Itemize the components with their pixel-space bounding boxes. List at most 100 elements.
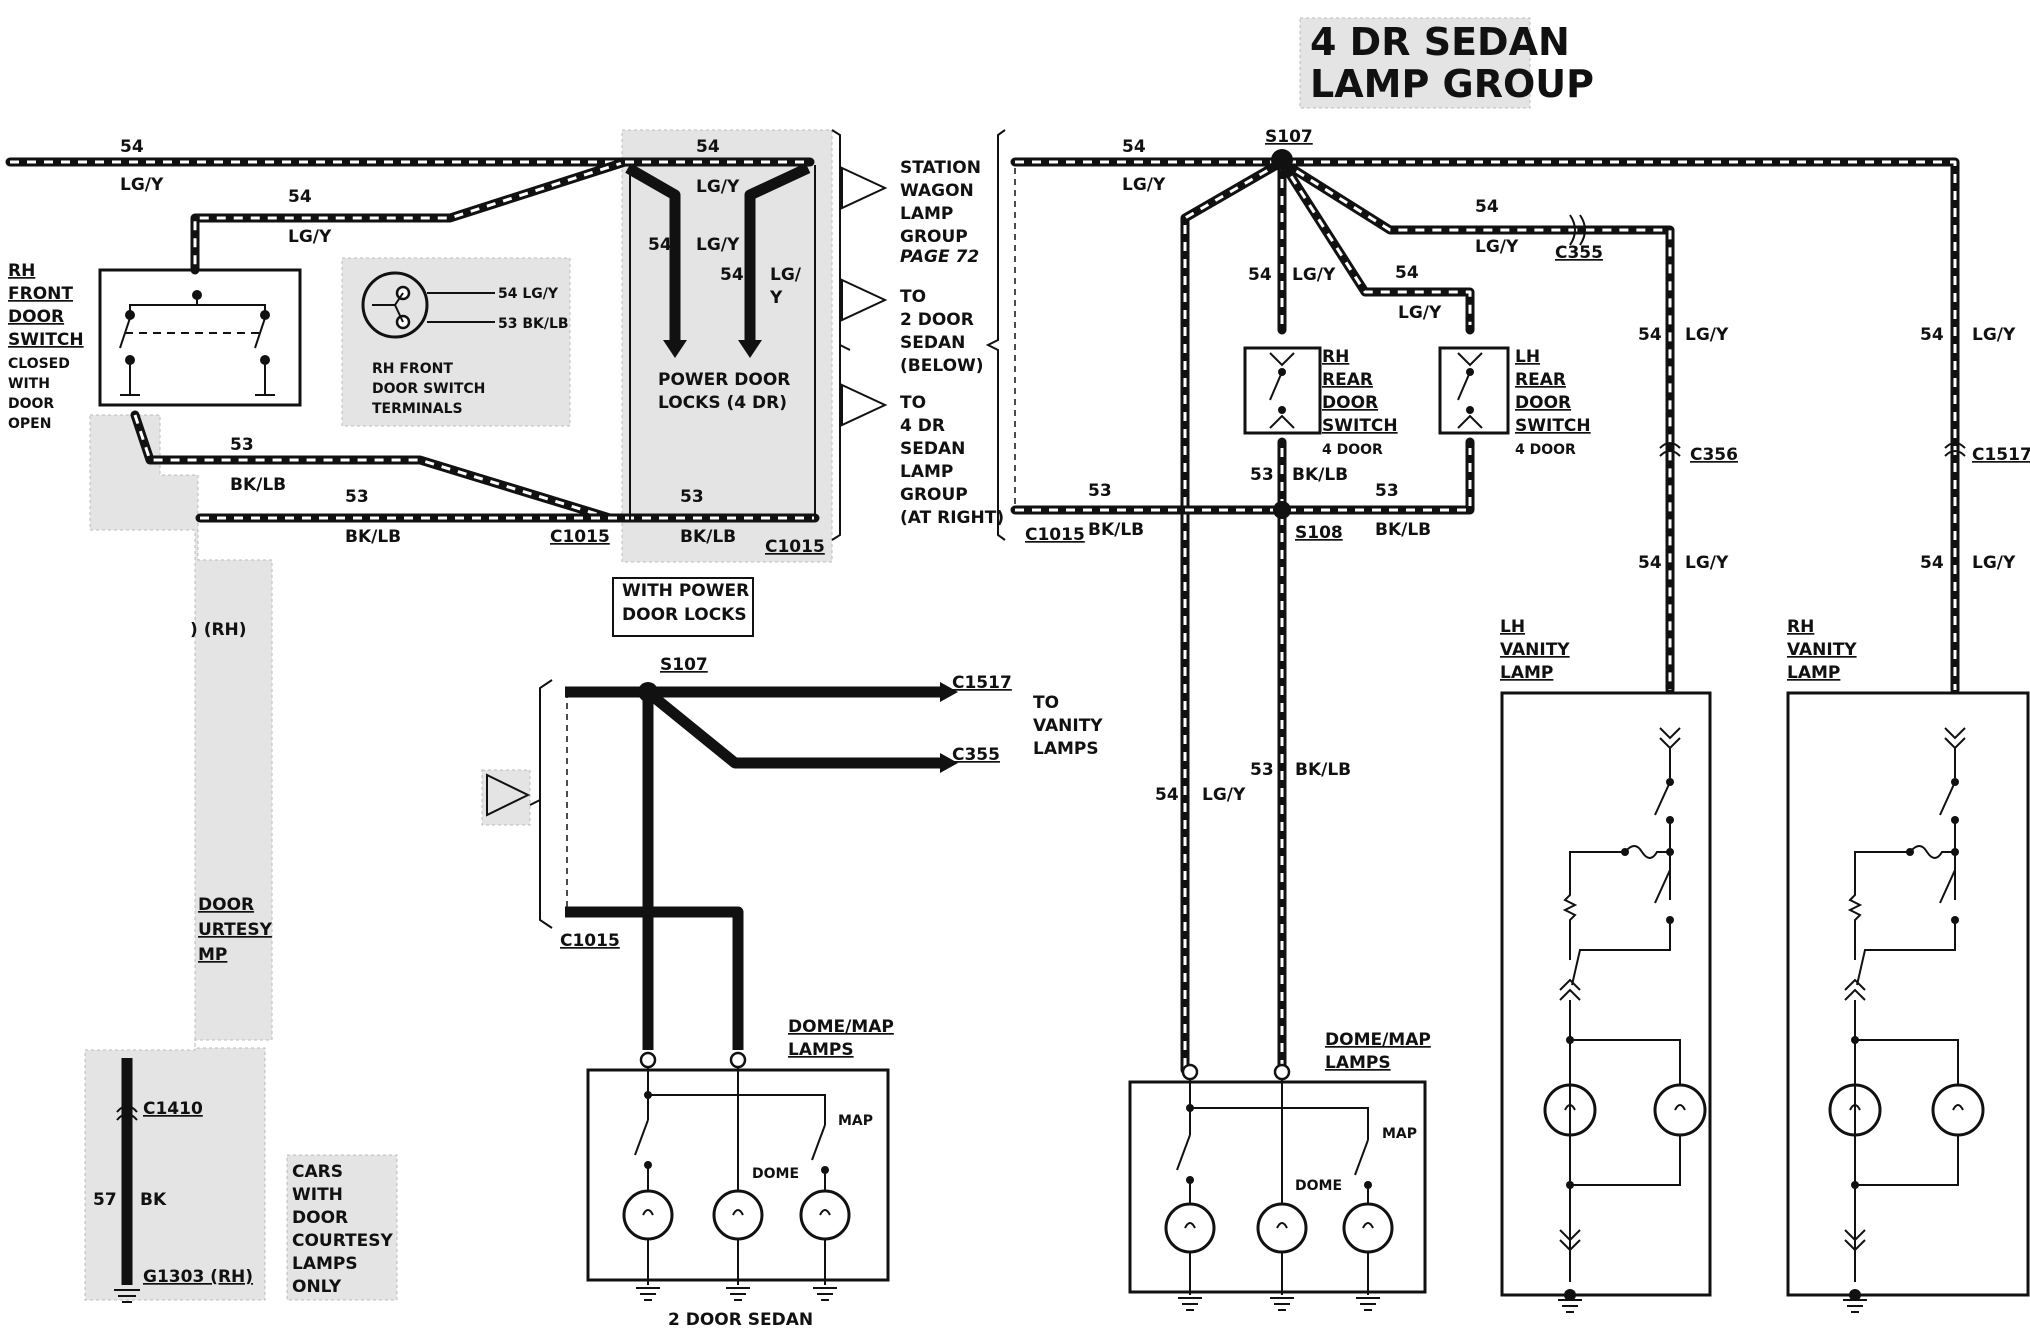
svg-text:WAGON: WAGON — [900, 181, 974, 201]
svg-text:FRONT: FRONT — [8, 284, 73, 304]
terminal-shaded-area — [341, 257, 571, 427]
lock-wire-lgy-c2: Y — [769, 288, 783, 308]
svg-text:DOOR: DOOR — [1515, 393, 1571, 413]
to-vanity-label: TO VANITY LAMPS — [1033, 693, 1103, 759]
svg-text:SWITCH: SWITCH — [8, 330, 84, 350]
two-door-dome-map-label: DOME/MAP LAMPS — [788, 1017, 894, 1060]
c355-right: C355 — [1555, 243, 1603, 263]
title-line-2: LAMP GROUP — [1310, 62, 1594, 106]
r-wire-54-color-g: LG/Y — [1972, 325, 2016, 345]
svg-text:LAMP: LAMP — [900, 462, 953, 482]
terminal-53: 53 BK/LB — [498, 316, 569, 332]
svg-text:GROUP: GROUP — [900, 227, 968, 247]
diagram-title: 4 DR SEDAN LAMP GROUP — [1299, 17, 1594, 109]
rh-rear-door-switch-label: RH REAR DOOR SWITCH 4 DOOR — [1322, 347, 1398, 458]
svg-text:SWITCH: SWITCH — [1322, 416, 1398, 436]
c356-connector — [1659, 442, 1681, 457]
svg-text:LH: LH — [1515, 347, 1540, 367]
terminal-caption: RH FRONT DOOR SWITCH TERMINALS — [372, 361, 485, 417]
r-wire-53-num-b: 53 — [1250, 465, 1274, 485]
four-door-ref: TO 4 DR SEDAN LAMP GROUP (AT RIGHT) — [900, 393, 1004, 528]
wire-57-color: BK — [140, 1190, 167, 1210]
svg-text:OPEN: OPEN — [8, 416, 51, 432]
svg-text:DOOR: DOOR — [1322, 393, 1378, 413]
svg-text:VANITY: VANITY — [1500, 640, 1570, 660]
r-wire-54-color-e: LG/Y — [1685, 325, 1729, 345]
two-door-wires — [529, 679, 958, 1050]
r-wire-54-num-c: 54 — [1395, 263, 1419, 283]
svg-text:PAGE 72: PAGE 72 — [900, 247, 979, 267]
c1015-locks: C1015 — [765, 537, 825, 557]
courtesy-partial-label: DOOR URTESY MP — [198, 895, 273, 965]
r-wire-54-num-d: 54 — [1475, 197, 1499, 217]
svg-text:DOOR: DOOR — [8, 396, 54, 412]
r-wire-53-color-d: BK/LB — [1295, 760, 1351, 780]
svg-text:WITH: WITH — [292, 1185, 343, 1205]
lock-wire-54-num: 54 — [696, 137, 720, 157]
svg-text:LAMPS: LAMPS — [1033, 739, 1099, 759]
svg-text:4 DOOR: 4 DOOR — [1322, 442, 1383, 458]
svg-text:LAMP: LAMP — [1500, 663, 1553, 683]
rh-rear-door-switch — [1243, 346, 1322, 435]
r-wire-54-color-h: LG/Y — [1972, 553, 2016, 573]
svg-text:RH FRONT: RH FRONT — [372, 361, 453, 377]
r-wire-54-color-f: LG/Y — [1685, 553, 1729, 573]
c1410-label: C1410 — [143, 1099, 203, 1119]
r-wire-54-num-i: 54 — [1155, 785, 1179, 805]
two-door-c1517: C1517 — [952, 673, 1012, 693]
svg-text:(BELOW): (BELOW) — [900, 356, 984, 376]
terminal-54: 54 LG/Y — [498, 286, 559, 302]
svg-text:REAR: REAR — [1322, 370, 1373, 390]
two-door-c1015: C1015 — [560, 931, 620, 951]
svg-text:(AT RIGHT): (AT RIGHT) — [900, 508, 1004, 528]
wire-53-color-a: BK/LB — [230, 475, 286, 495]
lock-wire-53-num: 53 — [680, 487, 704, 507]
lock-wire-lgy-c1: LG/ — [770, 265, 802, 285]
rh-vanity-lamp — [1786, 691, 2030, 1313]
g1303-label: G1303 (RH) — [143, 1267, 253, 1287]
svg-text:POWER DOOR: POWER DOOR — [658, 370, 790, 390]
wire-53-num-a: 53 — [230, 435, 254, 455]
lock-wire-54-color: LG/Y — [696, 177, 740, 197]
four-door-dome-label: DOME — [1295, 1178, 1342, 1194]
r-wire-53-num-d: 53 — [1250, 760, 1274, 780]
svg-text:COURTESY: COURTESY — [292, 1231, 394, 1251]
wagon-ref: STATION WAGON LAMP GROUP PAGE 72 — [900, 158, 981, 267]
two-door-ref-arrow — [486, 773, 531, 817]
c1517-connector — [1944, 442, 1966, 457]
power-locks-shaded-area — [621, 129, 833, 563]
power-locks-wires — [620, 157, 816, 520]
r-wire-54-num-e: 54 — [1638, 325, 1662, 345]
two-door-dome-label: DOME — [752, 1166, 799, 1182]
four-door-map-label: MAP — [1382, 1126, 1417, 1142]
lock-wire-54-num-c: 54 — [720, 265, 744, 285]
c356-label: C356 — [1690, 445, 1738, 465]
svg-text:CARS: CARS — [292, 1162, 343, 1182]
cars-note-shaded-area — [286, 1154, 398, 1301]
courtesy-shaded-area — [84, 414, 273, 1301]
svg-text:DOOR LOCKS: DOOR LOCKS — [622, 605, 747, 625]
svg-text:STATION: STATION — [900, 158, 981, 178]
svg-text:DOOR SWITCH: DOOR SWITCH — [372, 381, 485, 397]
r-wire-54-num-g: 54 — [1920, 325, 1944, 345]
wire-54-to-rh-switch — [190, 157, 630, 275]
lock-wire-54-num-b: 54 — [648, 235, 672, 255]
wire-53-num-b: 53 — [345, 487, 369, 507]
svg-text:TO: TO — [1033, 693, 1059, 713]
r-wire-53-num-a: 53 — [1088, 481, 1112, 501]
c1517-right: C1517 — [1972, 445, 2030, 465]
c355-connector — [1569, 214, 1586, 246]
lock-wire-53-color: BK/LB — [680, 527, 736, 547]
wire-54-num-a: 54 — [120, 137, 144, 157]
svg-text:CLOSED: CLOSED — [8, 356, 70, 372]
wire-57-num: 57 — [93, 1190, 117, 1210]
c1015-left: C1015 — [550, 527, 610, 547]
r-wire-53-num-c: 53 — [1375, 481, 1399, 501]
svg-text:TO: TO — [900, 287, 926, 307]
svg-text:TERMINALS: TERMINALS — [372, 401, 463, 417]
r-wire-53-color-c: BK/LB — [1375, 520, 1431, 540]
wire-53-from-rh-switch — [130, 410, 615, 523]
svg-text:LAMP: LAMP — [1787, 663, 1840, 683]
svg-text:MP: MP — [198, 945, 227, 965]
